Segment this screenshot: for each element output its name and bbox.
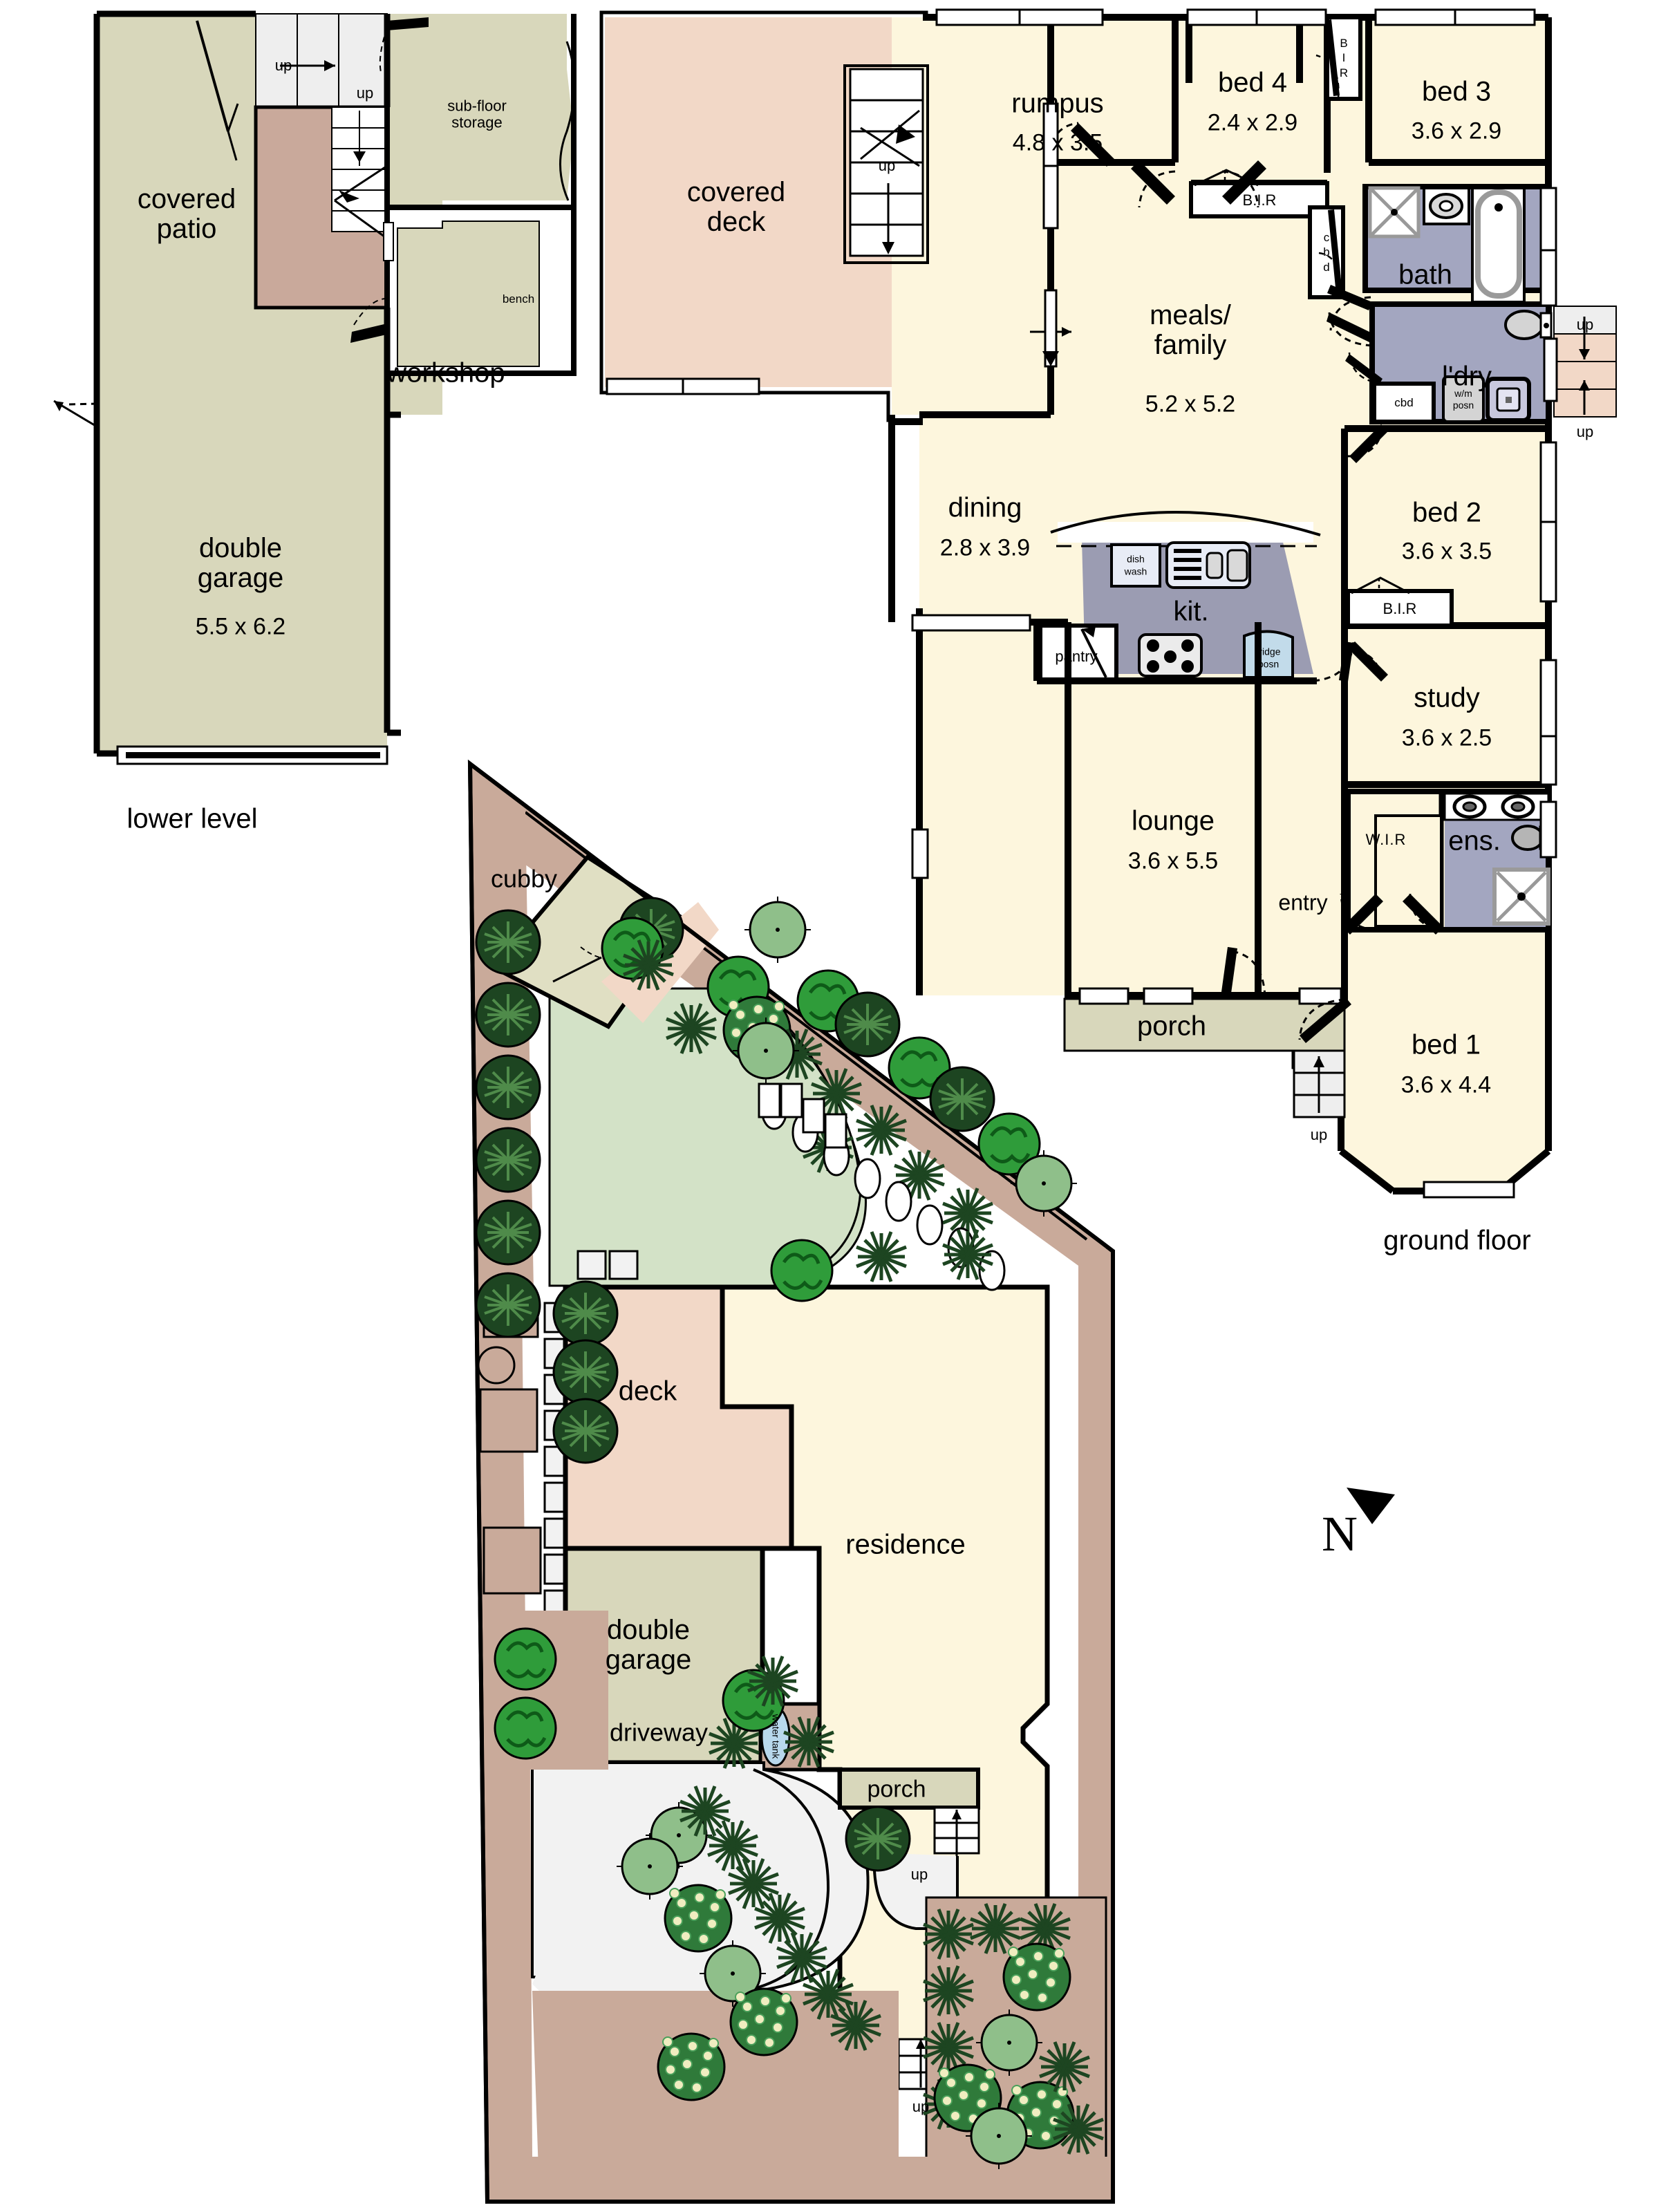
stair-up-label-lower-1: up — [274, 57, 292, 75]
north-arrow-icon — [1347, 1488, 1395, 1524]
fixture-label-pantry: pantry — [1055, 648, 1098, 666]
fixture-label-cbd-hall: c b d — [1323, 231, 1330, 274]
room-dim-bed-1: 3.6 x 4.4 — [1400, 1071, 1492, 1098]
fixture-label-fridge: fridge posn — [1256, 646, 1281, 670]
room-label-ensuite: ens. — [1448, 825, 1501, 856]
site-label-double-garage: double garage — [605, 1614, 692, 1675]
room-label-bed-3: bed 3 — [1421, 76, 1492, 107]
room-dim-study: 3.6 x 2.5 — [1401, 724, 1492, 751]
room-label-covered-patio: covered patio — [137, 183, 236, 244]
room-label-dining: dining — [948, 492, 1022, 523]
ground-floor-plan — [599, 8, 1617, 1199]
room-label-meals-family: meals/ family — [1150, 299, 1231, 360]
room-dim-rumpus: 4.8 x 3.5 — [1012, 129, 1103, 156]
fixture-label-bir-bed-4: B.I.R — [1242, 191, 1277, 209]
room-label-bath: bath — [1398, 259, 1452, 290]
room-dim-bed-4: 2.4 x 2.9 — [1207, 109, 1298, 136]
site-label-driveway: driveway — [609, 1718, 709, 1747]
room-dim-double-garage-lower: 5.5 x 6.2 — [195, 613, 286, 640]
fixture-label-dishwasher: dish wash — [1124, 553, 1147, 577]
room-label-porch: porch — [1136, 1011, 1207, 1042]
site-label-porch: porch — [867, 1776, 926, 1803]
room-label-laundry: l'dry — [1441, 361, 1492, 392]
room-label-wir: W.I.R — [1365, 831, 1407, 849]
room-label-entry: entry — [1278, 890, 1328, 915]
fixture-label-bir-bed-2: B.I.R — [1382, 600, 1417, 618]
site-label-water-tank: water tank — [770, 1714, 782, 1759]
site-stair-up-label-porch: up — [910, 1866, 928, 1884]
lower-level-plan — [53, 10, 577, 765]
site-label-cubby: cubby — [490, 864, 558, 893]
fixture-label-bir-bed-3: B I R — [1339, 37, 1349, 79]
room-label-bed-4: bed 4 — [1217, 67, 1288, 98]
room-dim-lounge: 3.6 x 5.5 — [1127, 847, 1219, 874]
room-label-bed-2: bed 2 — [1412, 497, 1482, 528]
floor-label-lower-level: lower level — [126, 803, 258, 834]
room-label-study: study — [1414, 682, 1480, 713]
floor-label-ground-floor: ground floor — [1383, 1225, 1531, 1256]
stair-up-label-laundry-top: up — [1576, 316, 1594, 334]
room-label-lounge: lounge — [1131, 805, 1215, 836]
fixture-label-bench: bench — [502, 292, 535, 306]
stair-up-label-porch: up — [1310, 1126, 1328, 1144]
site-plan — [467, 759, 1115, 2204]
room-label-covered-deck: covered deck — [686, 176, 786, 237]
north-label: N — [1322, 1506, 1358, 1562]
stair-up-label-lower-2: up — [356, 84, 374, 102]
room-dim-bed-2: 3.6 x 3.5 — [1401, 538, 1492, 565]
room-label-workshop: workshop — [386, 357, 505, 388]
fixture-label-cbd-laundry: cbd — [1394, 395, 1414, 409]
room-dim-bed-3: 3.6 x 2.9 — [1411, 118, 1502, 144]
room-label-kitchen: kit. — [1173, 596, 1209, 627]
fixture-label-washing-machine: w/m posn — [1452, 388, 1474, 411]
site-label-deck: deck — [618, 1376, 677, 1407]
stair-up-label-laundry-bottom: up — [1576, 423, 1594, 441]
room-dim-dining: 2.8 x 3.9 — [939, 534, 1031, 561]
room-dim-meals-family: 5.2 x 5.2 — [1145, 391, 1236, 418]
room-label-rumpus: rumpus — [1011, 88, 1104, 119]
stair-up-label-deck: up — [878, 157, 896, 175]
site-label-residence: residence — [845, 1529, 966, 1560]
room-label-double-garage-lower: double garage — [197, 532, 284, 593]
room-label-bed-1: bed 1 — [1411, 1029, 1481, 1060]
site-stair-up-label-lower: up — [912, 2098, 930, 2116]
room-label-sub-floor-storage: sub-floor storage — [447, 97, 507, 131]
